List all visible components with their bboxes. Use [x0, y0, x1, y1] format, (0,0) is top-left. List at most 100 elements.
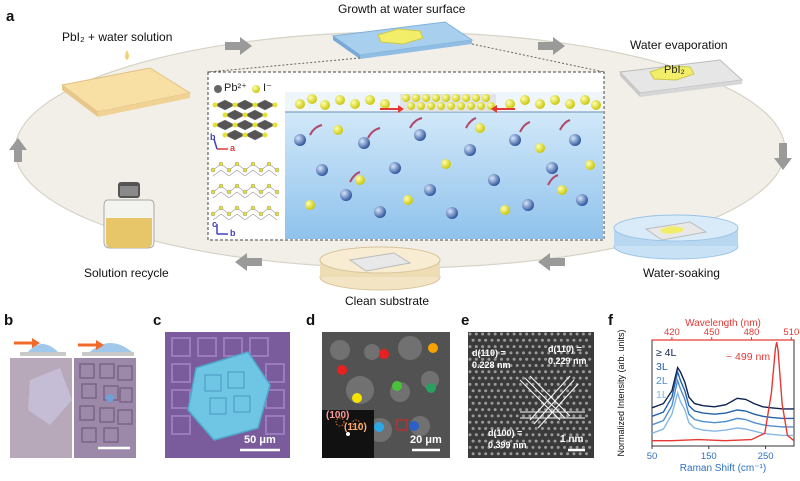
lattice-dot	[572, 452, 576, 456]
lattice-dot	[553, 439, 557, 443]
lattice-dot	[496, 351, 500, 355]
lattice-dot	[534, 338, 538, 342]
lattice-dot	[563, 420, 566, 424]
lattice-dot	[540, 427, 544, 430]
lattice-dot	[487, 382, 491, 386]
lattice-dot	[477, 338, 481, 342]
lattice-dot	[487, 408, 491, 412]
lattice-dot	[484, 376, 488, 380]
lattice-dot	[585, 389, 588, 393]
lattice-dot	[581, 445, 585, 449]
series-line-PL	[652, 341, 795, 442]
lattice-dot	[553, 351, 557, 355]
recycle-bottle	[103, 182, 155, 249]
axis-top-b: b	[210, 132, 216, 142]
lattice-dot	[468, 345, 472, 349]
cycle-arrows	[9, 37, 792, 271]
lattice-dot	[471, 452, 475, 456]
lattice-dot	[474, 445, 478, 449]
lattice-dot	[547, 427, 551, 430]
lattice-dot	[588, 382, 592, 386]
lattice-dot	[515, 452, 519, 456]
lattice-dot	[493, 420, 497, 424]
lattice-dot	[518, 345, 522, 349]
lattice-dot	[537, 445, 541, 449]
top-axis-label: Wavelength (nm)	[685, 318, 761, 329]
lattice-dot	[572, 351, 576, 355]
lattice-dot	[496, 376, 500, 380]
lattice-dot	[559, 389, 563, 393]
lattice-dot	[490, 351, 494, 355]
lattice-dot	[490, 401, 494, 405]
lattice-dot	[544, 370, 548, 374]
lattice-dot	[559, 351, 563, 355]
lattice-dot	[537, 332, 541, 336]
lattice-dot	[490, 439, 494, 443]
lattice-dot	[484, 351, 488, 355]
lattice-dot	[581, 357, 585, 361]
lattice-dot	[518, 408, 522, 412]
lattice-dot	[531, 345, 535, 349]
lattice-dot	[544, 433, 548, 437]
lattice-dot	[585, 376, 588, 380]
soaking-dish	[613, 214, 739, 260]
lattice-dot	[509, 364, 513, 367]
lattice-dot	[506, 433, 510, 437]
lattice-dot	[503, 427, 507, 430]
lattice-dot	[490, 364, 494, 367]
lattice-dot	[474, 433, 478, 437]
lattice-dot	[559, 427, 563, 430]
droplet-icon	[125, 50, 129, 60]
step-solution-label: PbI₂ + water solution	[62, 30, 173, 44]
lattice-dot	[484, 414, 488, 418]
lattice-dot	[559, 338, 563, 342]
lattice-dot	[547, 351, 551, 355]
lattice-dot	[509, 427, 513, 430]
lattice-dot	[468, 408, 472, 412]
lattice-dot	[528, 364, 532, 367]
lattice-dot	[518, 395, 522, 399]
lattice-dot	[525, 445, 529, 449]
lattice-dot	[537, 357, 541, 361]
lattice-dot	[496, 427, 500, 430]
lattice-dot	[578, 351, 582, 355]
lattice-dot	[528, 439, 532, 443]
lattice-dot	[477, 376, 481, 380]
lattice-dot	[515, 364, 519, 367]
legend-pb-label: Pb²⁺	[224, 82, 247, 94]
lattice-dot	[490, 338, 494, 342]
lattice-dot	[553, 376, 557, 380]
lattice-dot	[481, 408, 485, 412]
lattice-dot	[588, 395, 592, 399]
lattice-dot	[540, 338, 544, 342]
lattice-dot	[588, 357, 592, 361]
lattice-dot	[569, 357, 573, 361]
lattice-dot	[578, 401, 582, 405]
legend-entry: ≥ 4L	[656, 347, 677, 359]
step-evaporation-label: Water evaporation	[630, 38, 728, 52]
lattice-dot	[566, 427, 570, 430]
lattice-dot	[547, 452, 551, 456]
lattice-dot	[500, 395, 503, 399]
lattice-dot	[581, 420, 585, 424]
legend-entry: 3L	[656, 361, 668, 373]
lattice-dot	[575, 370, 579, 374]
lattice-dot	[506, 357, 510, 361]
legend-i-label: I⁻	[263, 82, 272, 94]
lattice-dot	[531, 395, 535, 399]
lattice-dot	[531, 408, 535, 412]
lattice-dot	[518, 433, 522, 437]
lattice-dot	[477, 351, 481, 355]
lattice-dot	[493, 357, 497, 361]
surface-iodide-ions	[295, 94, 601, 110]
lattice-dot	[553, 401, 557, 405]
lattice-dot	[572, 338, 576, 342]
lattice-dot	[575, 345, 579, 349]
lattice-dot	[556, 370, 560, 374]
lattice-dot	[575, 433, 579, 437]
lattice-dot	[506, 345, 510, 349]
lattice-dot	[585, 338, 588, 342]
lattice-dot	[553, 338, 557, 342]
lattice-dot	[512, 433, 516, 437]
x-axis-label: Raman Shift (cm⁻¹)	[680, 463, 766, 474]
